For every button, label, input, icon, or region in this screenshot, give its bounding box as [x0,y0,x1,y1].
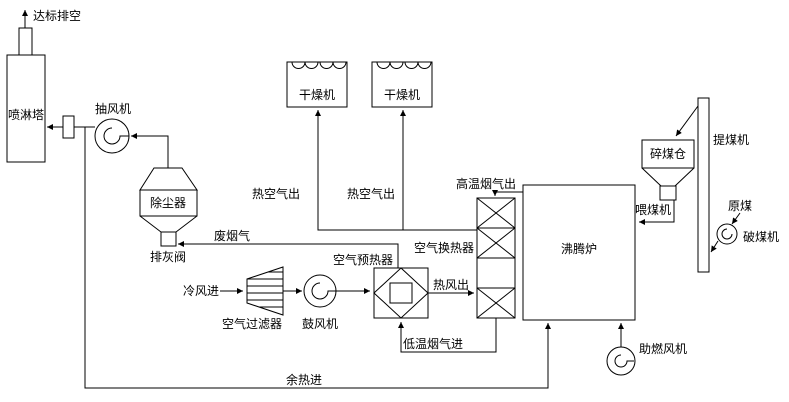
cold-air-in-label: 冷风进 [183,284,219,298]
elevator-to-bin-chute [675,105,699,137]
dust-collector-top [139,167,198,191]
air-preheater-body [373,267,429,319]
dust-collector: 除尘器 排灰阀 [139,167,198,264]
high-temp-flue-gas-label: 高温烟气出 [456,176,516,191]
coal-crusher-volute-icon [721,228,733,240]
exhaust-fan-label: 抽风机 [95,102,131,116]
vent-label: 达标排空 [33,9,81,23]
damper-valve [62,115,75,139]
spray-tower-label: 喷淋塔 [8,108,44,122]
dust-collector-body [139,189,198,217]
coal-crusher: 破煤机 [716,223,779,245]
coal-bin: 碎煤仓 喂煤机 [635,139,695,217]
furnace-label: 沸腾炉 [561,241,597,256]
feeder-to-furnace-line [639,200,675,225]
coal-bin-label: 碎煤仓 [650,146,686,161]
ash-valve-box [160,231,177,247]
coal-feeder-label: 喂煤机 [635,203,671,217]
raw-coal-label: 原煤 [728,199,752,213]
exhaust-fan-volute-icon [103,127,129,145]
combustion-fan: 助燃风机 [606,323,687,376]
dryer-right-body [371,61,433,108]
air-filter: 空气过滤器 [222,266,284,331]
ash-valve-label: 排灰阀 [150,250,186,264]
dryer-left: 干燥机 [286,61,348,108]
hot-air-out-right-label: 热空气出 [347,186,395,201]
blower-volute-icon [311,282,336,300]
duct-collector-to-fan [131,133,169,168]
coal-crusher-label: 破煤机 [743,229,779,244]
air-filter-label: 空气过滤器 [222,316,282,331]
hot-air-line-left [315,110,477,231]
low-temp-flue-gas-line [398,318,497,353]
dryer-left-body [286,61,348,108]
air-preheater-label: 空气预热器 [333,252,393,267]
coal-elevator: 提煤机 [697,97,749,273]
air-heat-exchanger: 空气换热器 [414,197,516,319]
raw-coal-to-crusher-line [731,212,741,225]
dust-collector-hopper-left [139,215,162,233]
blower-label: 鼓风机 [302,317,338,331]
waste-flue-gas-line [178,241,399,268]
spray-tower: 喷淋塔 [6,27,46,163]
combustion-fan-label: 助燃风机 [639,341,687,356]
hot-wind-out-label: 热风出 [433,278,469,292]
furnace-body [522,184,636,321]
combustion-fan-volute-icon [614,354,634,368]
coal-crusher-body [716,223,738,245]
crusher-to-elevator-line [710,240,719,253]
dryer-right-coil-icon [376,61,404,69]
waste-flue-gas-label: 废烟气 [214,228,250,243]
coal-elevator-body [697,97,710,273]
spray-tower-stack [18,27,33,56]
dryer-right-coil-icon [404,61,432,69]
dryer-left-coil-icon [291,61,319,69]
coal-bin-body [641,139,695,169]
coal-feeder-box [659,185,677,201]
dryer-left-coil-icon [319,61,347,69]
spray-tower-body [6,54,46,163]
residual-heat-label: 余热进 [286,372,322,387]
fluidized-bed-furnace: 沸腾炉 [522,184,636,321]
air-preheater-core [389,282,413,304]
dryer-left-label: 干燥机 [299,88,335,102]
dust-collector-label: 除尘器 [150,195,186,210]
exhaust-fan: 抽风机 [94,102,131,154]
blower-fan: 鼓风机 [302,274,338,331]
heat-exchanger-label: 空气换热器 [414,240,474,255]
coal-elevator-label: 提煤机 [713,132,749,147]
high-temp-flue-gas-line [492,190,523,196]
low-temp-flue-gas-label: 低温烟气进 [403,336,463,351]
dryer-right: 干燥机 [371,61,433,108]
hot-air-out-left-label: 热空气出 [252,186,300,201]
dryer-right-label: 干燥机 [384,88,420,102]
air-filter-body [246,266,284,316]
dust-collector-hopper-right [175,215,198,233]
air-preheater: 空气预热器 [333,252,429,319]
air-preheater-diamond [373,267,429,319]
residual-heat-line [84,127,551,389]
